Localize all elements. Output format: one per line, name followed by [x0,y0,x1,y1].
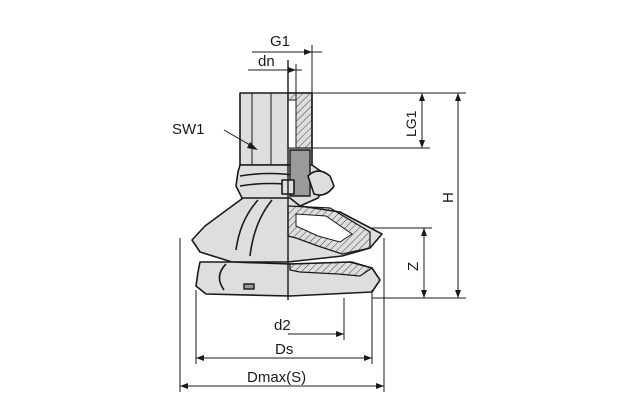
dmax-label: Dmax(S) [247,369,306,386]
lg1-arrow-top [419,93,425,101]
lower-section-right [289,261,374,277]
ds-arrow-left [196,355,204,361]
fold-contour-2 [249,199,273,257]
d2-label: d2 [274,317,291,334]
dmax-arrow-left [180,383,188,389]
h-arrow-bottom [455,290,461,298]
ds-arrow-right [364,355,372,361]
lower-contour [218,263,227,291]
d2-arrow [336,331,344,337]
vent-slot [243,283,255,290]
h-arrow-top [455,93,461,101]
fold-contour-1 [235,199,259,251]
z-arrow-bottom [421,290,427,298]
fold-inner-cavity [295,213,353,243]
z-label: Z [405,262,422,271]
insert-ring [307,170,335,196]
sw1-arrow [247,142,258,150]
z-arrow-top [421,228,427,236]
thread-bore [287,99,297,149]
g1-arrow [304,49,312,55]
suction-cup-body [191,60,383,300]
lg1-arrow-bottom [419,140,425,148]
ds-label: Ds [275,341,293,358]
dn-label: dn [258,53,275,70]
dn-arrow [288,67,296,73]
sw1-label: SW1 [172,121,205,138]
dimensions: G1 dn SW1 LG1 H Z d2 [172,33,466,392]
h-label: H [440,192,457,203]
lg1-label: LG1 [403,110,419,137]
dmax-arrow-right [376,383,384,389]
g1-label: G1 [270,33,290,50]
